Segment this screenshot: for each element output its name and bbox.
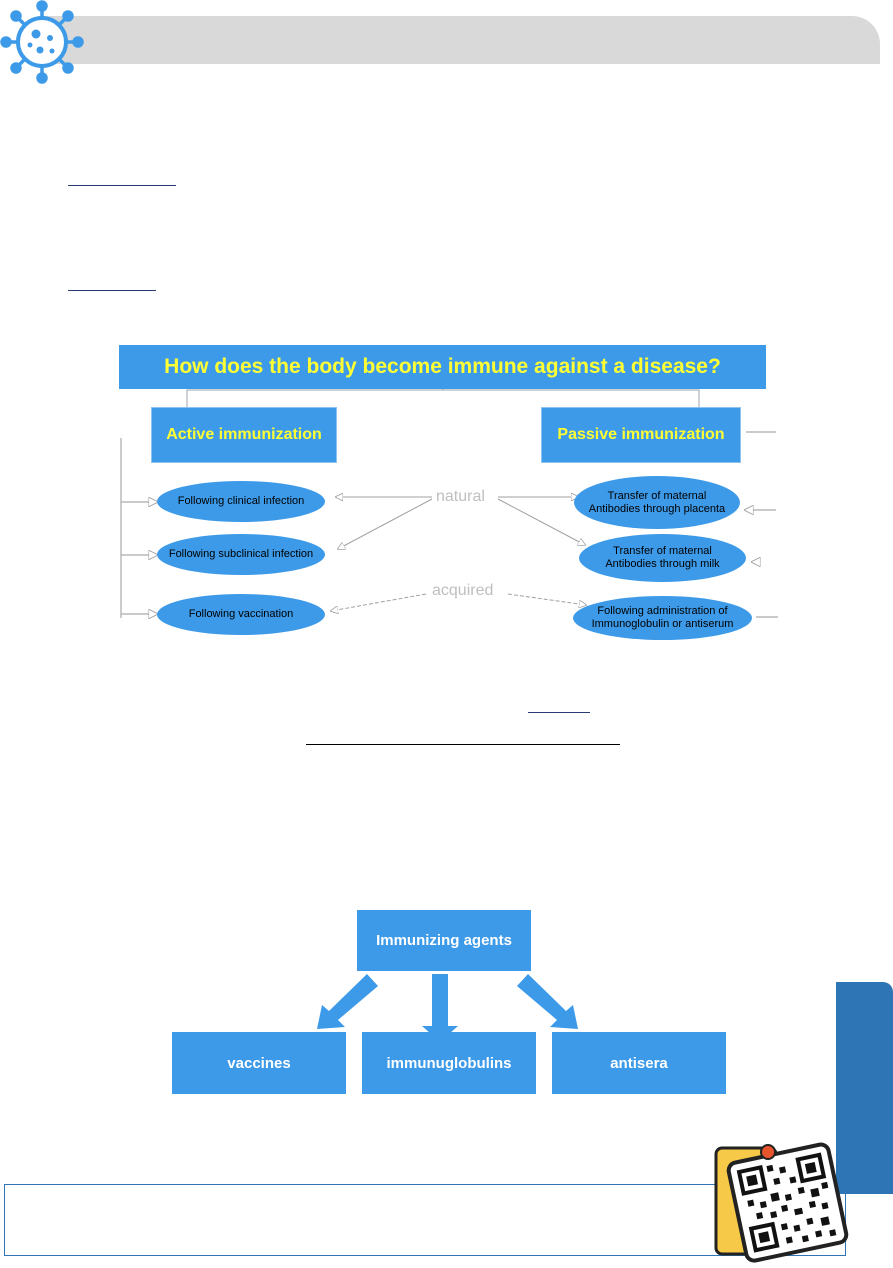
blank-underline <box>68 290 156 291</box>
passive-item: Following administration of Immunoglobul… <box>573 596 752 640</box>
acquired-label: acquired <box>428 582 498 600</box>
active-immunization-box: Active immunization <box>151 407 337 463</box>
active-item: Following clinical infection <box>157 481 325 522</box>
passive-immunization-box: Passive immunization <box>541 407 741 463</box>
virus-icon <box>0 0 84 84</box>
header-bar <box>38 16 880 64</box>
blank-underline <box>68 185 176 186</box>
footer-box <box>4 1184 846 1256</box>
active-item: Following subclinical infection <box>157 534 325 575</box>
passive-item: Transfer of maternal Antibodies through … <box>579 534 746 582</box>
agent-arrows <box>317 974 578 1040</box>
qr-code-icon <box>708 1138 860 1263</box>
natural-label: natural <box>432 488 489 506</box>
immunoglobulins-box: immunuglobulins <box>362 1032 536 1094</box>
blank-underline <box>528 712 590 713</box>
antisera-box: antisera <box>552 1032 726 1094</box>
passive-item: Transfer of maternal Antibodies through … <box>574 476 740 529</box>
blank-underline <box>306 744 620 745</box>
immunizing-agents-box: Immunizing agents <box>357 910 531 971</box>
side-tab <box>836 982 893 1194</box>
vaccines-box: vaccines <box>172 1032 346 1094</box>
active-item: Following vaccination <box>157 594 325 635</box>
diagram-title: How does the body become immune against … <box>119 345 766 389</box>
